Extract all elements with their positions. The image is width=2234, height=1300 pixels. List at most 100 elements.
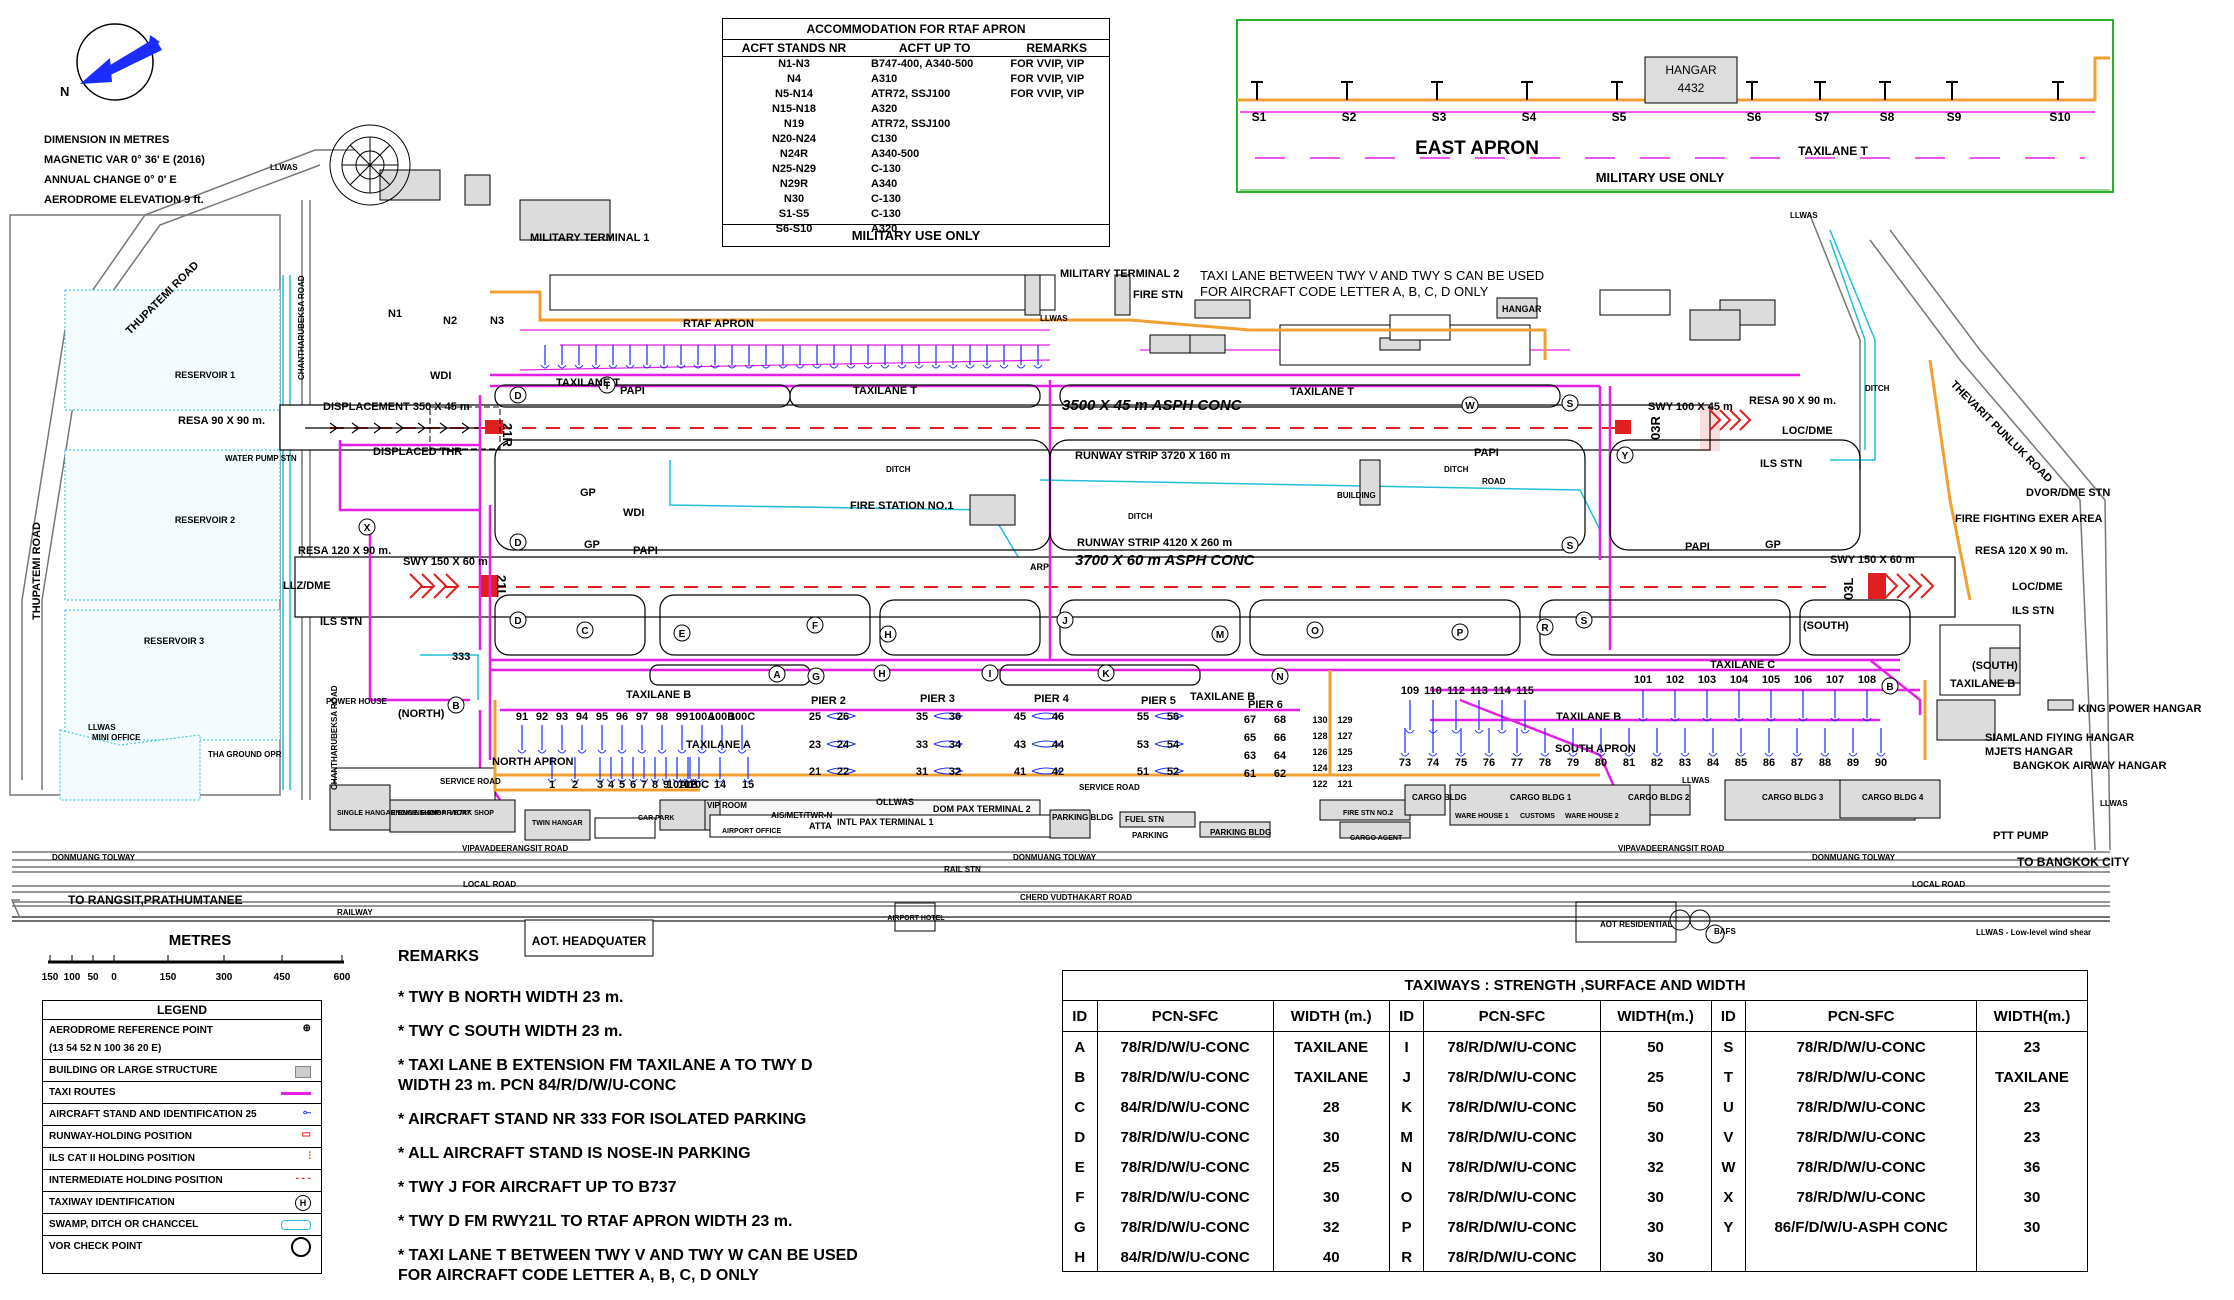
info-line: DIMENSION IN METRES [44,134,170,146]
stand-label: 79 [1567,757,1579,769]
stand-label: 87 [1791,757,1803,769]
resa-left-bottom: RESA 120 X 90 m. [298,545,391,557]
wdi-mid: WDI [623,507,644,519]
taxilane-b-far: TAXILANE B [1950,678,2015,690]
taxiway-marker-icon: P [1451,623,1469,641]
svg-text:A: A [773,670,780,681]
remark-item: * AIRCRAFT STAND NR 333 FOR ISOLATED PAR… [398,1111,807,1128]
resa-right-top: RESA 90 X 90 m. [1749,395,1836,407]
stand-label: 75 [1455,757,1467,769]
cargo-agent-label: CARGO AGENT [1350,835,1403,842]
stand-label: 108 [1858,674,1876,686]
east-stand-label: S3 [1432,110,1447,124]
stand-label: 84 [1707,757,1720,769]
taxilane-b-mid: TAXILANE B [1190,691,1255,703]
rwy-21r: 21R [500,423,515,447]
cargo-bldg-3-label: CARGO BLDG 3 [1762,793,1824,802]
stand-label: 6 [630,779,636,791]
stand-label: 1 [549,779,555,791]
llwas-mt2: LLWAS [1040,314,1068,323]
ditch-label-1: DITCH [886,465,911,474]
east-stand-label: S10 [2049,110,2071,124]
stand-label: 15 [742,779,754,791]
svg-text:0: 0 [111,972,117,983]
runway-holding-icon: ▭ [301,1129,311,1140]
taxiway-marker-icon: A [768,665,786,683]
atta-label: ATTA [809,821,832,831]
stand-label: 68 [1274,714,1286,726]
east-hangar-label: HANGAR [1665,63,1717,77]
stand-label: 124 [1312,763,1327,773]
stand-label: 64 [1274,750,1287,762]
svg-text:F: F [812,621,818,632]
svg-text:G: G [812,672,820,683]
taxilane-a-label: TAXILANE A [686,739,751,751]
llwas-top-left: LLWAS [270,163,298,172]
taxiway-marker-icon: S [1561,536,1579,554]
vipavadee-right: VIPAVADEERANGSIT ROAD [1618,844,1724,853]
n1-label: N1 [388,308,402,320]
taxilane-b-right: TAXILANE B [1556,711,1621,723]
east-apron-title: EAST APRON [1415,138,1539,159]
south-label-map-2: (SOUTH) [1972,660,2018,672]
stand-label: 32 [949,766,961,778]
svg-text:W: W [1465,401,1475,412]
taxiway-marker-icon: F [806,616,824,634]
stand-label: 121 [1337,779,1352,789]
stand-label: 74 [1427,757,1440,769]
taxiway-marker-icon: O [1306,621,1324,639]
taxiways-title: TAXIWAYS : STRENGTH ,SURFACE AND WIDTH [1063,971,2087,1001]
rwy-03l: 03L [1841,578,1856,600]
service-road-left: SERVICE ROAD [440,777,501,786]
stand-label: 21 [809,766,821,778]
taxi-routes [338,373,1922,801]
vip-room-label: VIP ROOM [707,801,747,810]
stand-label: 127 [1337,731,1352,741]
svg-text:E: E [679,629,686,640]
mini-office-label: MINI OFFICE [92,733,141,742]
svg-text:Y: Y [1622,451,1629,462]
water-pump-label: WATER PUMP STN [225,454,297,463]
stand-label: 23 [809,739,821,751]
svg-text:D: D [514,538,521,549]
stand-label: 81 [1623,757,1635,769]
stand-label: 63 [1244,750,1256,762]
taxiway-marker-icon: M [1211,625,1229,643]
thevarit-road-label: THEVARIT PUNLUK ROAD [1948,379,2054,485]
stand-label: 107 [1826,674,1844,686]
bangkok-airway-label: BANGKOK AIRWAY HANGAR [2013,760,2166,772]
grass-islands [494,384,1911,686]
svg-text:N: N [1276,672,1283,683]
stand-label: 112 [1447,685,1465,697]
aot-residential-label: AOT RESIDENTIAL [1600,920,1673,929]
stand-label: 61 [1244,768,1256,780]
remark-item: * TWY B NORTH WIDTH 23 m. [398,989,624,1006]
stand-icon: ⟜ [303,1107,311,1118]
llwas-top-right: LLWAS [1790,211,1818,220]
n3-label: N3 [490,315,504,327]
mjets-label: MJETS HANGAR [1985,746,2073,758]
stand-label: 14 [714,779,727,791]
stand-label: 82 [1651,757,1663,769]
fire-stn-2-label: FIRE STN NO.2 [1343,810,1393,817]
runway-strip-top: RUNWAY STRIP 3720 X 160 m [1075,450,1230,462]
stand-label: 62 [1274,768,1286,780]
svg-text:P: P [1457,628,1464,639]
stand-label: 67 [1244,714,1256,726]
local-road-right: LOCAL ROAD [1912,880,1965,889]
svg-text:K: K [1102,669,1110,680]
stand-label: 91 [516,711,528,723]
papi-bottom-right: PAPI [1685,541,1710,553]
displacement-label: DISPLACEMENT 350 X 45 m [323,401,470,413]
taxiway-id-icon: H [295,1195,311,1211]
stand-label: 94 [576,711,589,723]
stand-label: 10A [667,779,687,791]
hangar-label: HANGAR [1502,304,1542,314]
stand-label: 41 [1014,766,1026,778]
stand-label: 12 [684,779,696,791]
hangar-b747-label: HANGAR B747 [421,810,471,817]
stand-label: 51 [1137,766,1149,778]
